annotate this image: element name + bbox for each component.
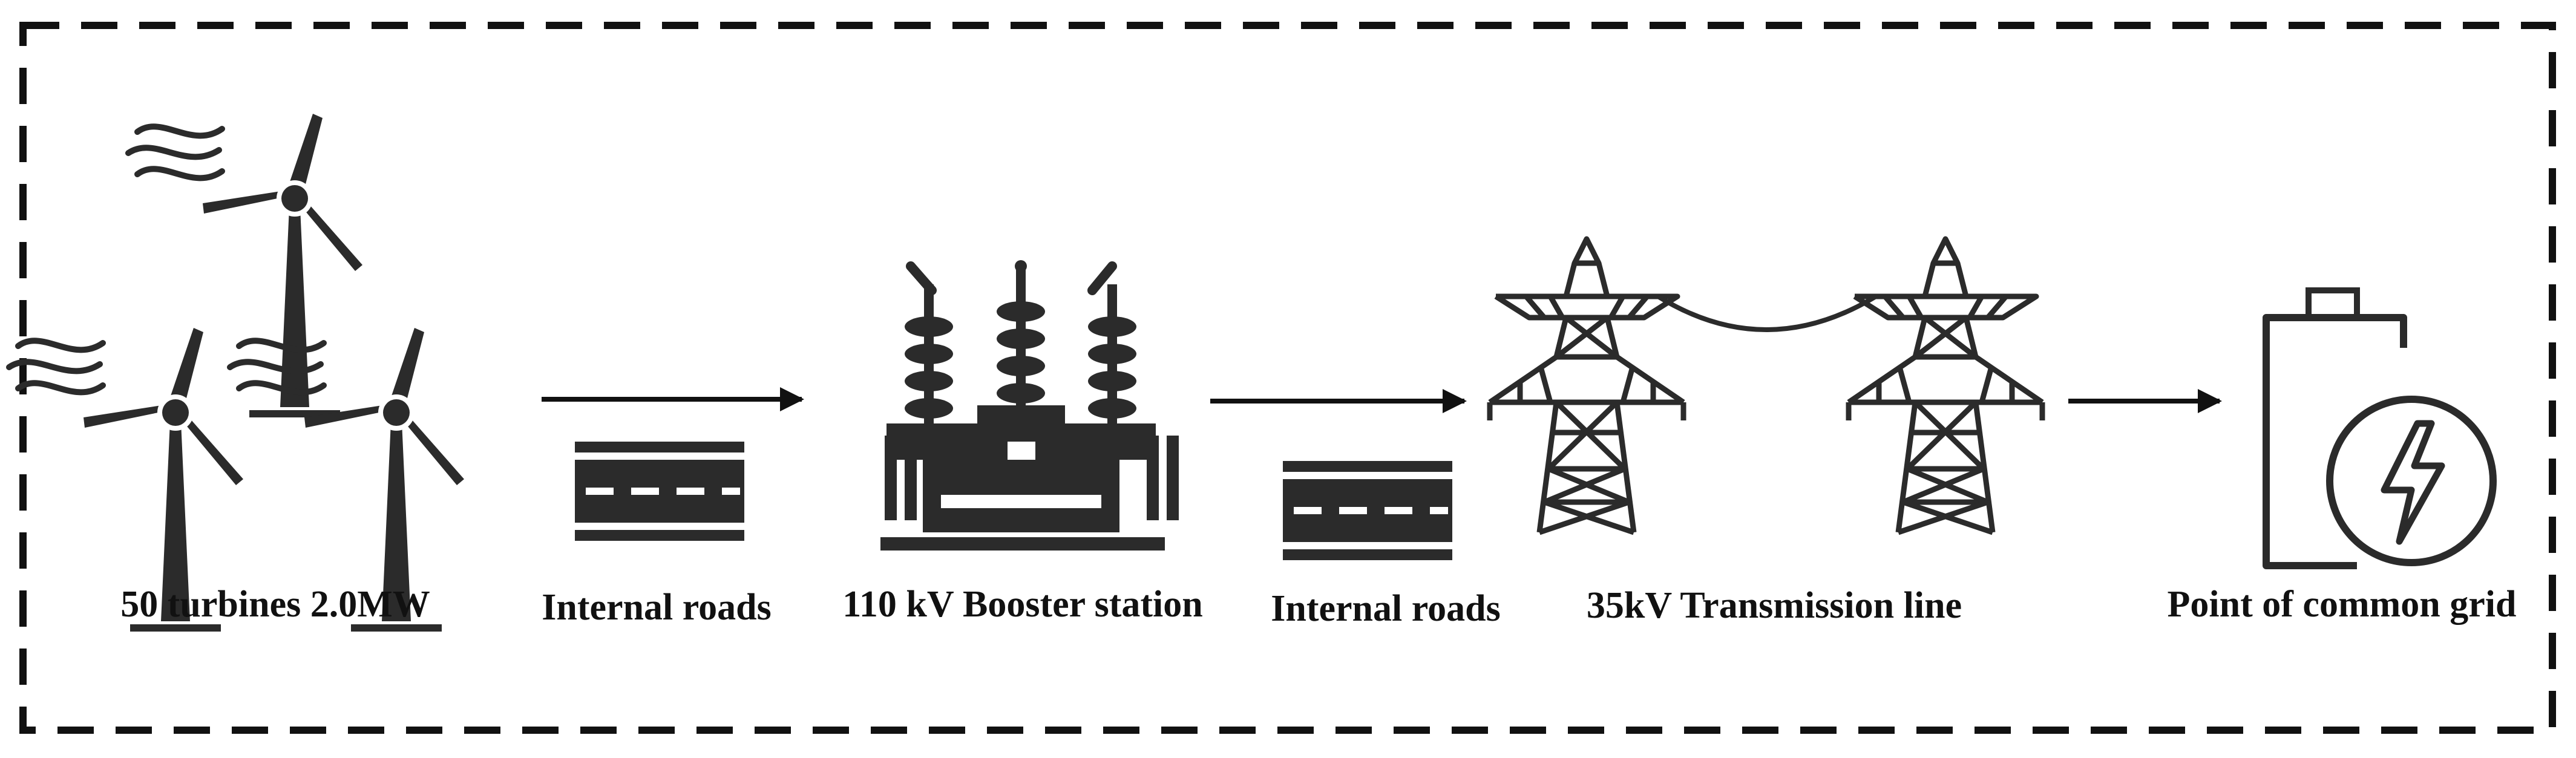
dashed-border xyxy=(19,22,2556,734)
road-icon xyxy=(575,442,744,541)
wind-turbine-icon xyxy=(128,114,362,417)
transmission-tower-icon xyxy=(1849,239,2042,532)
transmission-tower-icon xyxy=(1490,239,1683,532)
label-point-of-common-grid: Point of common grid xyxy=(2167,584,2517,625)
booster-substation-icon xyxy=(880,260,1179,551)
road-icon xyxy=(1283,461,1452,560)
battery-charge-icon xyxy=(2263,287,2497,569)
label-booster-station: 110 kV Booster station xyxy=(842,584,1203,625)
label-turbines: 50 turbines 2.0MW xyxy=(120,584,430,625)
label-internal-roads-2: Internal roads xyxy=(1271,588,1501,629)
transmission-line xyxy=(1656,294,1878,332)
label-internal-roads-1: Internal roads xyxy=(542,587,772,628)
label-transmission-line: 35kV Transmission line xyxy=(1586,585,1962,626)
